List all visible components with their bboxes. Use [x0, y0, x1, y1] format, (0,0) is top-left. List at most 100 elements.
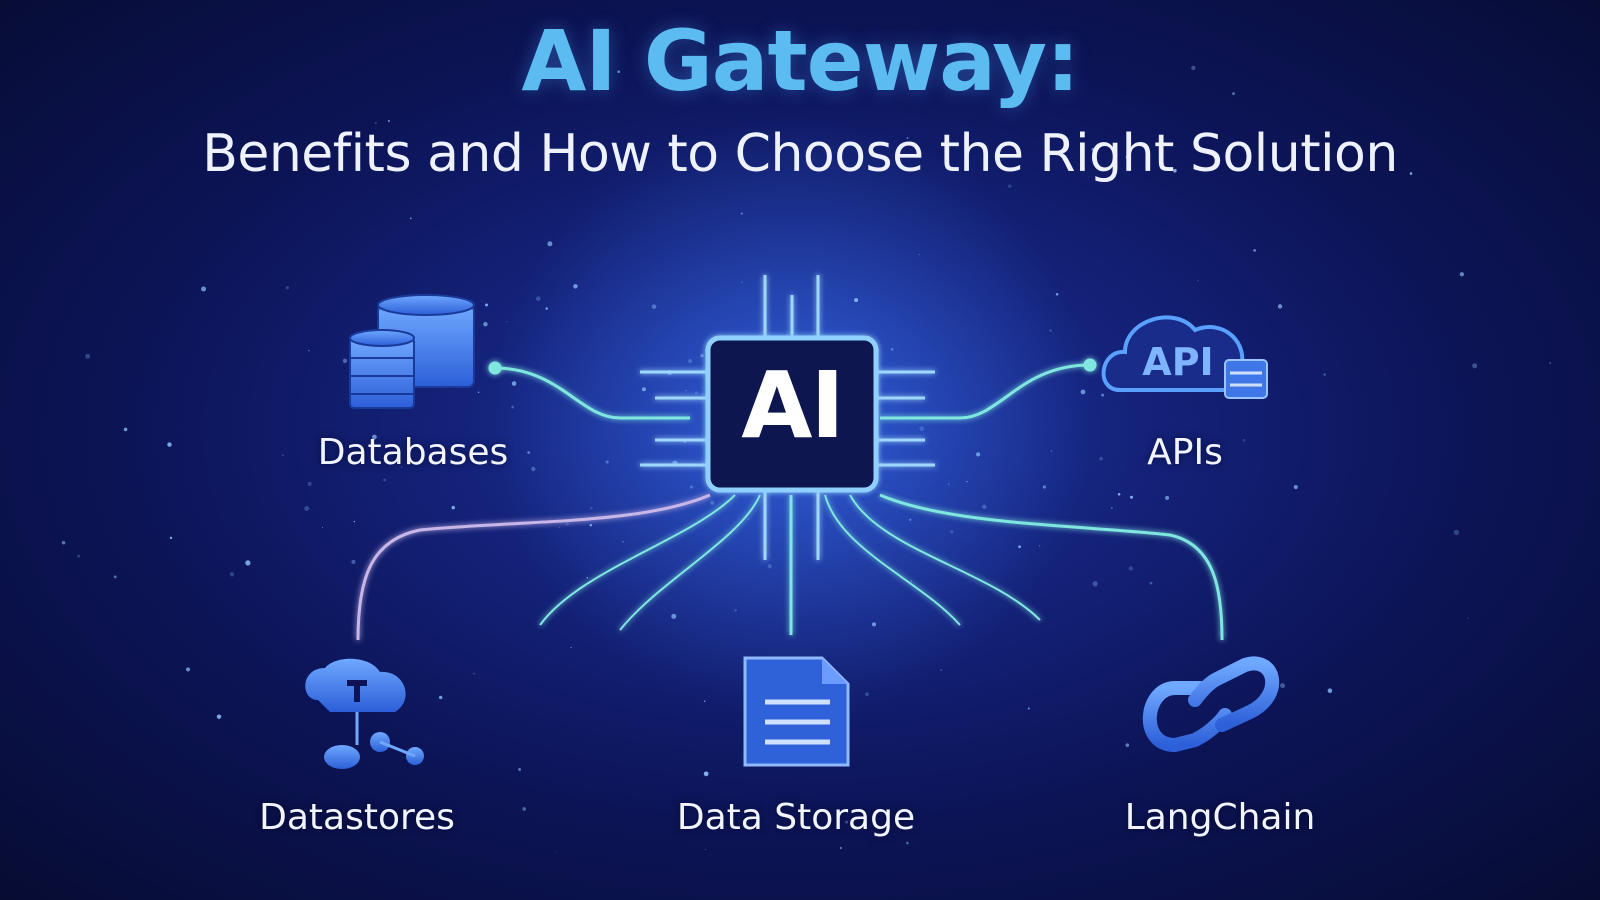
star-particle — [169, 536, 173, 540]
star-particle — [573, 284, 578, 289]
star-particle — [342, 358, 348, 364]
star-particle — [511, 405, 514, 409]
star-particle — [387, 119, 390, 122]
star-particle — [981, 504, 987, 510]
chip-icon — [705, 335, 879, 493]
star-particle — [167, 442, 172, 447]
star-particle — [705, 848, 707, 850]
connector-databases — [494, 366, 690, 420]
star-particle — [307, 481, 312, 486]
star-particle — [950, 530, 954, 534]
star-particle — [545, 307, 548, 310]
star-particle — [353, 520, 356, 523]
hub-label: AI — [741, 352, 844, 459]
star-particle — [1125, 155, 1130, 160]
connector-datastores — [356, 493, 711, 641]
star-particle — [511, 381, 517, 386]
star-particle — [1459, 272, 1464, 277]
star-particle — [1277, 304, 1283, 309]
star-particle — [747, 518, 750, 520]
star-particle — [351, 559, 356, 564]
api-cloud-icon: API — [1101, 315, 1268, 399]
star-particle — [854, 298, 859, 303]
star-particle — [1117, 492, 1121, 496]
star-particle — [1549, 362, 1552, 365]
star-particle — [1038, 545, 1041, 547]
star-particle — [740, 212, 743, 215]
star-particle — [906, 137, 909, 139]
star-particle — [1323, 373, 1326, 376]
star-particle — [570, 646, 572, 649]
node-label-datastores: Datastores — [259, 797, 455, 838]
star-particle — [767, 564, 772, 569]
star-particle — [1018, 545, 1022, 549]
star-particle — [527, 451, 531, 455]
star-particle — [185, 667, 191, 672]
star-particle — [245, 560, 251, 566]
star-particle — [1467, 617, 1469, 619]
star-particle — [374, 122, 377, 125]
star-particle — [1027, 707, 1030, 710]
star-particle — [1165, 495, 1170, 500]
star-particle — [308, 349, 310, 352]
star-particle — [1149, 581, 1153, 585]
datastore-tree-icon — [305, 658, 424, 769]
star-particle — [694, 391, 698, 395]
star-particle — [61, 540, 66, 545]
star-particle — [700, 353, 704, 358]
star-particle — [605, 460, 609, 464]
star-particle — [1253, 249, 1256, 252]
node-label-apis: APIs — [1147, 432, 1223, 473]
node-label-data-storage: Data Storage — [676, 797, 916, 838]
star-particle — [1173, 168, 1177, 173]
star-particle — [565, 522, 569, 526]
star-particle — [201, 286, 207, 292]
star-particle — [1110, 507, 1113, 510]
star-particle — [1196, 809, 1200, 813]
star-particle — [1128, 566, 1133, 571]
star-particle — [586, 577, 588, 579]
star-particle — [1099, 456, 1103, 461]
connector-langchain — [879, 493, 1224, 641]
star-particle — [685, 389, 687, 392]
page-title: AI Gateway: — [521, 12, 1079, 110]
star-particle — [547, 241, 553, 247]
star-particle — [477, 391, 480, 394]
star-particle — [473, 673, 475, 675]
node-label-databases: Databases — [317, 432, 509, 473]
star-particle — [1232, 92, 1235, 96]
star-particle — [641, 387, 646, 392]
star-particle — [304, 505, 310, 511]
star-particle — [483, 322, 488, 327]
star-particle — [1055, 292, 1059, 296]
star-particle — [1409, 172, 1413, 175]
star-particle — [918, 253, 921, 256]
star-particle — [906, 841, 909, 845]
connector-apis — [880, 363, 1091, 420]
star-particle — [506, 321, 508, 323]
chain-link-icon — [1142, 656, 1280, 753]
star-particle — [1008, 184, 1012, 188]
star-particle — [688, 358, 693, 363]
star-particle — [1242, 438, 1246, 442]
star-particle — [1049, 329, 1052, 332]
star-particle — [485, 303, 489, 307]
star-particle — [451, 505, 455, 510]
star-particle — [976, 452, 981, 457]
star-particle — [845, 820, 849, 824]
star-particle — [535, 296, 541, 302]
star-particle — [966, 480, 968, 483]
star-particle — [123, 427, 128, 432]
star-particle — [1050, 450, 1053, 452]
star-particle — [710, 500, 715, 505]
star-particle — [1042, 485, 1047, 489]
star-particle — [383, 478, 386, 482]
star-particle — [85, 353, 91, 359]
star-particle — [1453, 529, 1460, 536]
database-icon — [349, 294, 475, 409]
star-particle — [703, 771, 709, 777]
star-particle — [518, 767, 522, 771]
node-label-langchain: LangChain — [1124, 797, 1316, 838]
star-particle — [229, 572, 235, 577]
